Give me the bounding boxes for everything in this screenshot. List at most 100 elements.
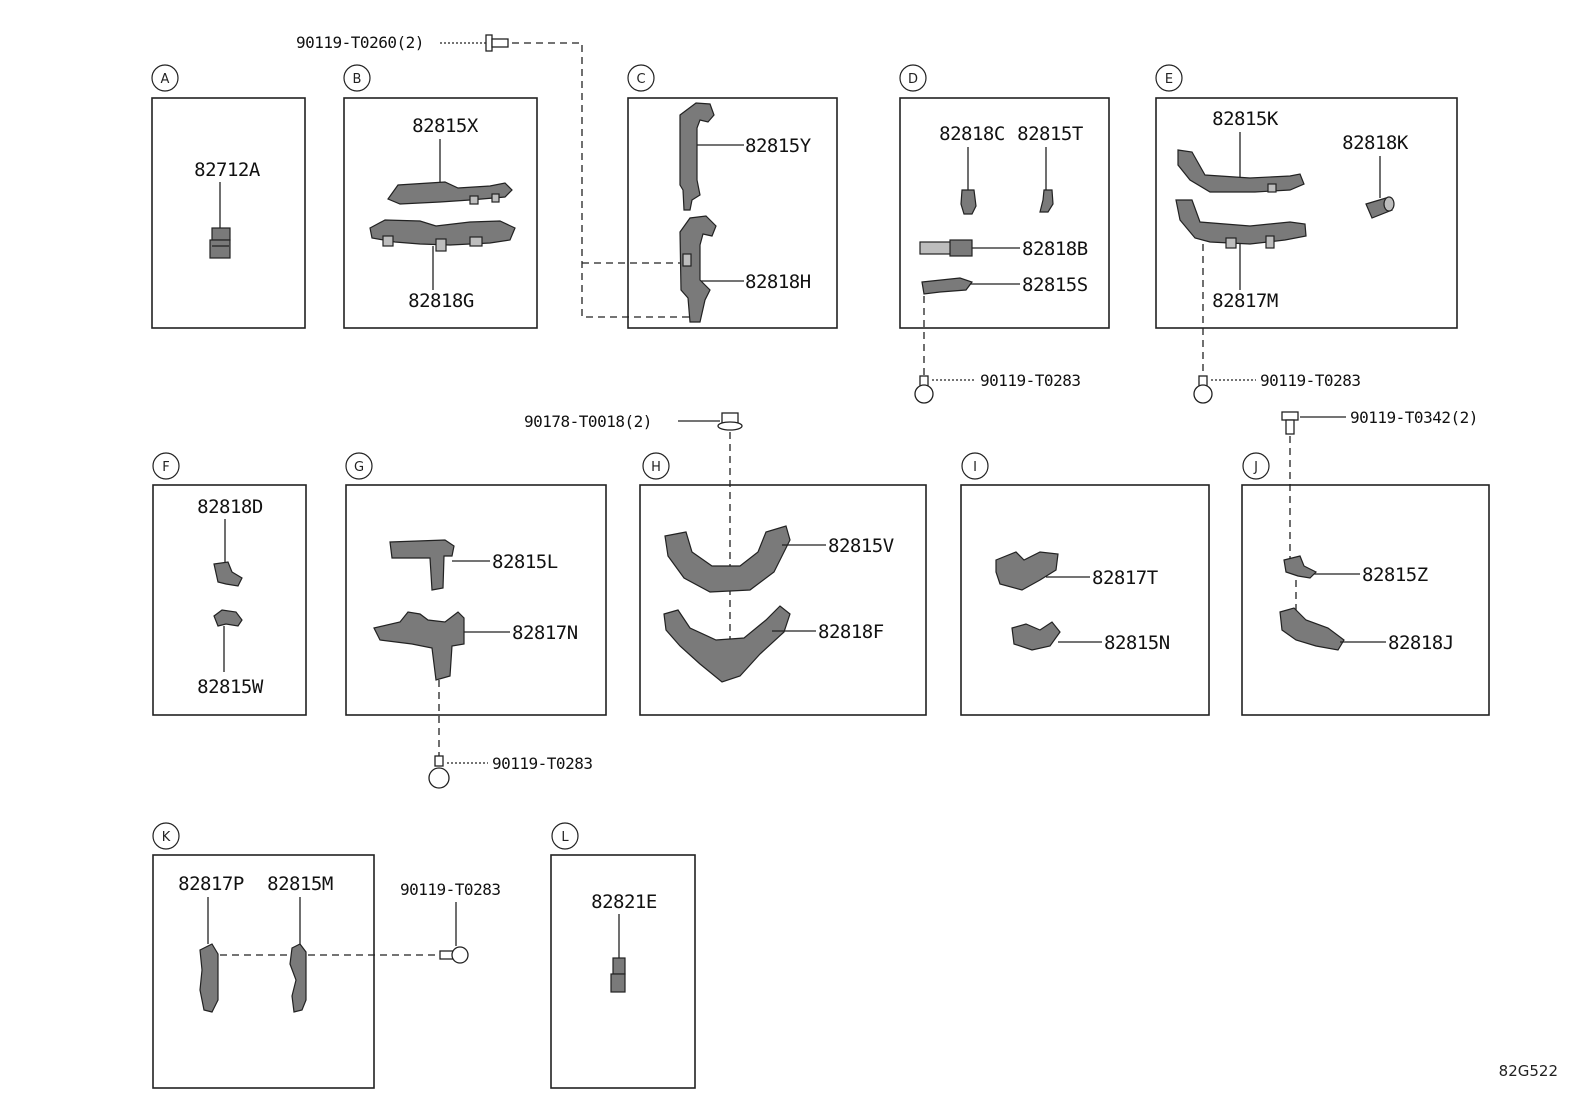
nut-h-label[interactable]: 90178-T0018(2) xyxy=(524,412,652,431)
part-82821e-label[interactable]: 82821E xyxy=(591,891,657,913)
part-82817n-shape[interactable] xyxy=(373,611,465,681)
bolt-g-label[interactable]: 90119-T0283 xyxy=(492,754,593,773)
section-h-box xyxy=(639,484,927,716)
section-c: C 82815Y 82818H xyxy=(627,64,838,329)
section-k-box xyxy=(152,854,375,1089)
part-82815y-label[interactable]: 82815Y xyxy=(745,135,812,157)
part-82817p-shape[interactable] xyxy=(199,943,219,1013)
section-e-marker xyxy=(1155,64,1183,92)
bolt-d-icon[interactable] xyxy=(914,375,934,404)
section-l: L 82821E xyxy=(550,822,696,1089)
section-d-marker xyxy=(899,64,927,92)
section-i: I 82817T 82815N xyxy=(960,452,1210,716)
section-g-box xyxy=(345,484,607,716)
bolt-j-90119-t0342: 90119-T0342(2) xyxy=(1281,408,1478,560)
bolt-k-icon[interactable] xyxy=(439,946,469,964)
part-82818k-shape[interactable] xyxy=(1365,196,1395,219)
section-d-letter: D xyxy=(908,72,918,87)
part-82815m-shape[interactable] xyxy=(289,943,307,1013)
bolt-d-90119-t0283: 90119-T0283 xyxy=(914,296,1081,404)
section-d: D 82818C 82815T 82818B 82815S xyxy=(899,64,1110,329)
section-j-letter: J xyxy=(1253,460,1258,475)
part-82818g-label[interactable]: 82818G xyxy=(408,290,474,312)
section-l-letter: L xyxy=(561,830,569,845)
section-k: K 82817P 82815M 90119-T0283 xyxy=(152,822,501,1089)
part-82818g-shape[interactable] xyxy=(369,219,516,252)
bolt-d-label[interactable]: 90119-T0283 xyxy=(980,371,1081,390)
bolt-e-90119-t0283: 90119-T0283 xyxy=(1193,244,1361,404)
bolt-g-icon[interactable] xyxy=(428,755,450,789)
section-d-box xyxy=(899,97,1110,329)
part-82815v-shape[interactable] xyxy=(664,525,791,593)
bolt-top-icon[interactable] xyxy=(485,34,509,52)
part-82815y-shape[interactable] xyxy=(679,102,715,211)
part-82815m-label[interactable]: 82815M xyxy=(267,873,333,895)
section-i-letter: I xyxy=(973,460,977,475)
bolt-j-label[interactable]: 90119-T0342(2) xyxy=(1350,408,1478,427)
part-82817m-label[interactable]: 82817M xyxy=(1212,290,1278,312)
section-c-letter: C xyxy=(636,72,645,87)
part-82815s-shape[interactable] xyxy=(921,277,973,295)
part-82815x-shape[interactable] xyxy=(387,181,513,205)
section-g-marker xyxy=(345,452,373,480)
part-82815w-label[interactable]: 82815W xyxy=(197,676,264,698)
bolt-90119-t0260-label[interactable]: 90119-T0260(2) xyxy=(296,33,424,52)
section-i-marker xyxy=(961,452,989,480)
section-h: H 82815V 82818F xyxy=(639,452,927,716)
part-82815z-label[interactable]: 82815Z xyxy=(1362,564,1428,586)
section-a: A 82712A xyxy=(151,64,306,329)
part-82712a-label[interactable]: 82712A xyxy=(194,159,261,181)
bolt-k-label[interactable]: 90119-T0283 xyxy=(400,880,501,899)
part-82815l-label[interactable]: 82815L xyxy=(492,551,558,573)
nut-h-icon[interactable] xyxy=(717,412,743,431)
bolt-e-label[interactable]: 90119-T0283 xyxy=(1260,371,1361,390)
part-82815t-shape[interactable] xyxy=(1039,189,1054,213)
bolt-e-icon[interactable] xyxy=(1193,375,1213,404)
section-l-box xyxy=(550,854,696,1089)
part-82815l-shape[interactable] xyxy=(389,539,455,591)
section-c-box xyxy=(627,97,838,329)
part-82818k-label[interactable]: 82818K xyxy=(1342,132,1409,154)
part-82815z-shape[interactable] xyxy=(1283,555,1318,579)
part-82817t-label[interactable]: 82817T xyxy=(1092,567,1158,589)
part-82818j-shape[interactable] xyxy=(1279,607,1345,651)
section-j-marker xyxy=(1242,452,1270,480)
part-82818h-shape[interactable] xyxy=(679,215,717,323)
part-82818j-label[interactable]: 82818J xyxy=(1388,632,1454,654)
section-e-letter: E xyxy=(1165,72,1173,87)
part-82818d-shape[interactable] xyxy=(213,561,243,587)
part-82817p-label[interactable]: 82817P xyxy=(178,873,244,895)
part-82818c-shape[interactable] xyxy=(960,189,977,215)
bolt-g-90119-t0283: 90119-T0283 xyxy=(428,680,593,789)
part-82818b-shape[interactable] xyxy=(919,239,973,257)
part-82815w-shape[interactable] xyxy=(213,609,243,627)
part-82817t-shape[interactable] xyxy=(995,551,1059,591)
part-82815n-label[interactable]: 82815N xyxy=(1104,632,1170,654)
part-82818h-label[interactable]: 82818H xyxy=(745,271,811,293)
diagram-code: 82G522 xyxy=(1499,1062,1558,1080)
part-82815x-label[interactable]: 82815X xyxy=(412,115,479,137)
part-82815s-label[interactable]: 82815S xyxy=(1022,274,1088,296)
part-82815k-shape[interactable] xyxy=(1177,149,1305,193)
part-82815v-label[interactable]: 82815V xyxy=(828,535,894,557)
part-82815n-shape[interactable] xyxy=(1011,621,1061,651)
part-82815t-label[interactable]: 82815T xyxy=(1017,123,1083,145)
section-a-marker xyxy=(151,64,179,92)
section-e: E 82815K 82818K 82817M xyxy=(1155,64,1458,329)
part-82817m-shape[interactable] xyxy=(1175,199,1307,249)
nut-90178-t0018: 90178-T0018(2) xyxy=(524,412,743,660)
part-82817n-label[interactable]: 82817N xyxy=(512,622,578,644)
part-82712a-shape[interactable] xyxy=(209,227,231,259)
part-82818f-label[interactable]: 82818F xyxy=(818,621,884,643)
part-82821e-shape[interactable] xyxy=(610,957,626,993)
section-f-letter: F xyxy=(162,460,169,475)
part-82818d-label[interactable]: 82818D xyxy=(197,496,263,518)
section-k-marker xyxy=(152,822,180,850)
part-82815k-label[interactable]: 82815K xyxy=(1212,108,1279,130)
section-j-box xyxy=(1241,484,1490,716)
part-82818b-label[interactable]: 82818B xyxy=(1022,238,1088,260)
part-82818c-label[interactable]: 82818C xyxy=(939,123,1005,145)
bolt-j-icon[interactable] xyxy=(1281,411,1299,435)
part-82818f-shape[interactable] xyxy=(663,605,791,683)
